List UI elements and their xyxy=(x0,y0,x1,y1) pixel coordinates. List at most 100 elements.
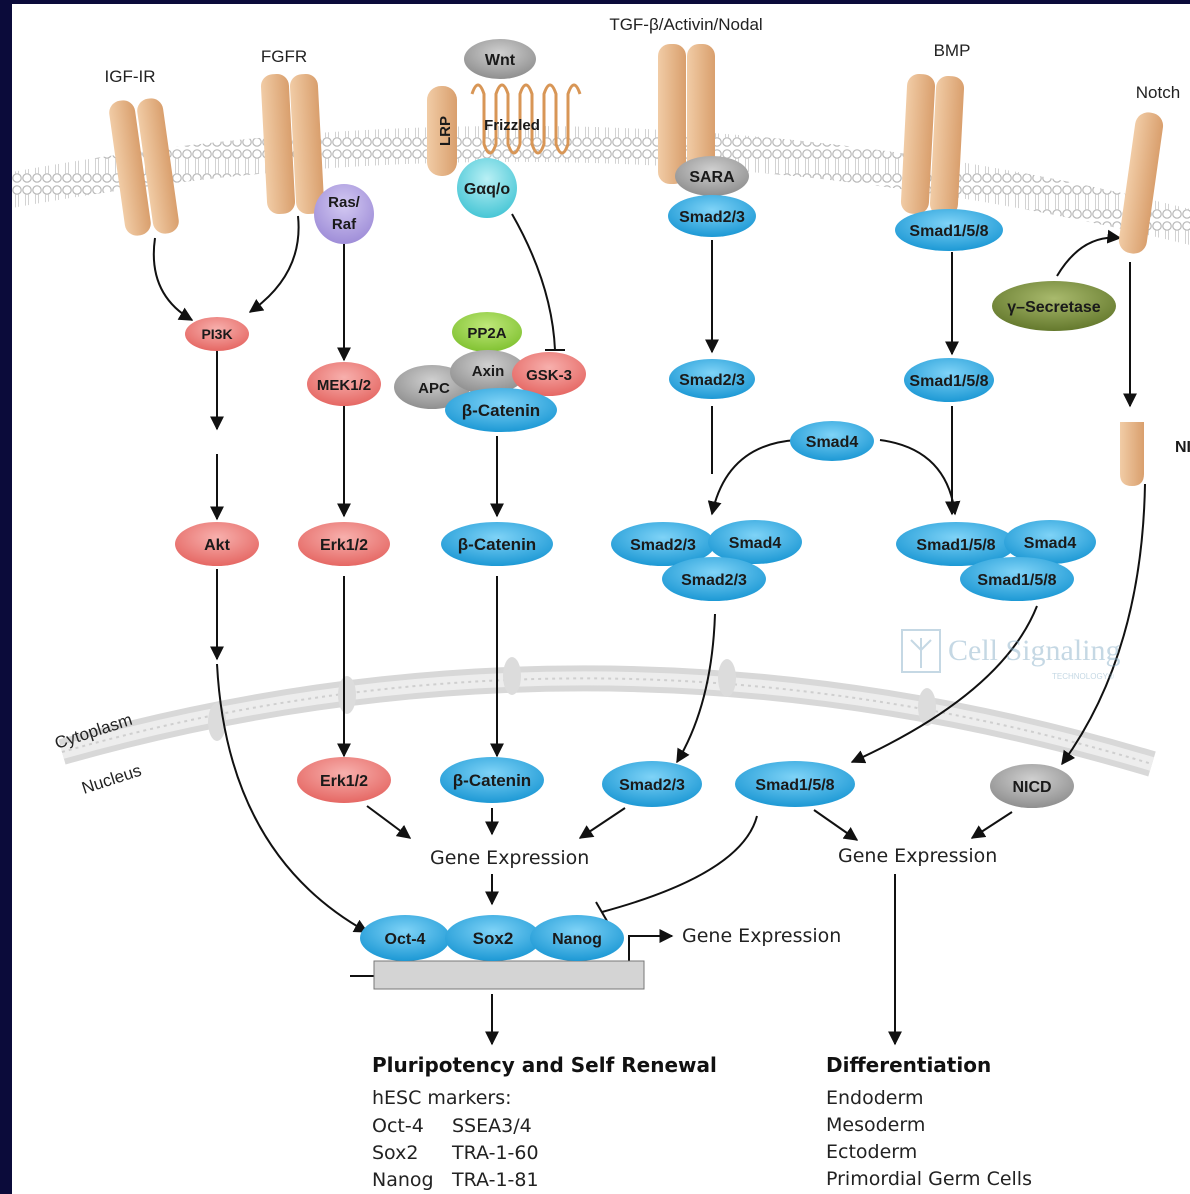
gamma-secretase-node[interactable] xyxy=(992,281,1116,331)
wnt-node[interactable] xyxy=(464,39,536,79)
marker-tra181: TRA-1-81 xyxy=(451,1169,539,1191)
igf-label: IGF-IR xyxy=(105,67,156,86)
diff-mesoderm: Mesoderm xyxy=(826,1114,925,1136)
smad4-node[interactable] xyxy=(790,421,874,461)
cell-signaling-watermark: Cell Signaling TECHNOLOGY® xyxy=(901,629,1121,681)
lrp-label: LRP xyxy=(437,116,454,146)
nuclear-membrane xyxy=(58,657,1156,777)
wnt-label: Wnt xyxy=(485,52,516,69)
marker-tra160: TRA-1-60 xyxy=(451,1142,539,1164)
receptor-labels: IGF-IR FGFR TGF-β/Activin/Nodal BMP Notc… xyxy=(105,15,1181,146)
bmp-receptor[interactable] xyxy=(900,73,965,217)
cplx1-smad4-label: Smad4 xyxy=(729,535,782,552)
axin-node[interactable] xyxy=(450,350,526,394)
tgf-label: TGF-β/Activin/Nodal xyxy=(609,15,762,34)
pp2a-node[interactable] xyxy=(452,312,522,352)
oct4-node[interactable] xyxy=(360,915,450,961)
galpha-label: Gαq/o xyxy=(464,181,511,198)
diff-pgc: Primordial Germ Cells xyxy=(826,1168,1032,1190)
cplx1-smad23a-label: Smad2/3 xyxy=(630,537,696,554)
fgfr-receptor[interactable] xyxy=(260,73,325,215)
watermark-name: Cell Signaling xyxy=(948,634,1121,667)
gamma-secretase-label: γ–Secretase xyxy=(1007,299,1101,316)
smad23-mid-label: Smad2/3 xyxy=(679,372,745,389)
bcat-nuc-node[interactable] xyxy=(440,757,544,803)
ras-label: Ras/ xyxy=(328,194,361,211)
igf-ir-receptor[interactable] xyxy=(108,97,181,237)
nicd-receptor-fragment[interactable] xyxy=(1120,422,1144,486)
smad158-smad4-complex[interactable] xyxy=(896,520,1096,601)
lrp-receptor[interactable] xyxy=(427,86,457,176)
galpha-node[interactable] xyxy=(457,158,517,218)
bcat-complex-node[interactable] xyxy=(445,388,557,432)
sox2-label: Sox2 xyxy=(473,929,514,948)
gene-expression-right: Gene Expression xyxy=(838,845,997,867)
nanog-node[interactable] xyxy=(530,915,624,961)
erk-cyto-node[interactable] xyxy=(298,522,390,566)
smad23-nuc-label: Smad2/3 xyxy=(619,777,685,794)
marker-oct4: Oct-4 xyxy=(372,1115,424,1137)
frizzled-receptor[interactable] xyxy=(470,83,582,155)
notch-label: Notch xyxy=(1136,83,1180,102)
erk-nuc-node[interactable] xyxy=(297,757,391,803)
erk-nuc-label: Erk1/2 xyxy=(320,773,368,790)
pathway-diagram: IGF-IR FGFR TGF-β/Activin/Nodal BMP Notc… xyxy=(12,4,1190,1194)
watermark-sub: TECHNOLOGY® xyxy=(1052,672,1114,681)
marker-nanog: Nanog xyxy=(372,1169,434,1191)
pp2a-label: PP2A xyxy=(467,325,506,342)
smad158-nuc-label: Smad1/5/8 xyxy=(755,777,834,794)
node-labels: Wnt Gαq/o Ras/ Raf SARA Smad2/3 Smad1/5/… xyxy=(201,52,1190,948)
bcat-complex-label: β-Catenin xyxy=(462,401,540,420)
cplx1-smad23b-label: Smad2/3 xyxy=(681,572,747,589)
cplx2-smad4-label: Smad4 xyxy=(1024,535,1077,552)
diagram-svg: IGF-IR FGFR TGF-β/Activin/Nodal BMP Notc… xyxy=(12,15,1190,1191)
nanog-label: Nanog xyxy=(552,931,602,948)
promoter-dna xyxy=(373,960,645,990)
apc-label: APC xyxy=(418,380,450,397)
pathway-arrows xyxy=(152,213,1146,1046)
bcat-cyto-node[interactable] xyxy=(441,522,553,566)
oct4-label: Oct-4 xyxy=(385,931,426,948)
frizzled-label: Frizzled xyxy=(484,117,540,134)
smad23-mid-node[interactable] xyxy=(669,359,755,399)
nicd-receptor-label: NICD xyxy=(1175,439,1190,456)
pi3k-node[interactable] xyxy=(185,317,249,351)
gene-expression-labels: Gene Expression Gene Expression Gene Exp… xyxy=(430,845,997,947)
smad23-top-node[interactable] xyxy=(668,195,756,237)
sara-node[interactable] xyxy=(675,156,749,196)
hesc-markers-label: hESC markers: xyxy=(372,1087,512,1109)
akt-node[interactable] xyxy=(175,522,259,566)
smad158-top-node[interactable] xyxy=(895,209,1003,251)
smad23-top-label: Smad2/3 xyxy=(679,209,745,226)
sox2-node[interactable] xyxy=(445,915,541,961)
pluripotency-title: Pluripotency and Self Renewal xyxy=(372,1053,717,1077)
cplx2-smad158b-label: Smad1/5/8 xyxy=(977,572,1056,589)
notch-receptor[interactable] xyxy=(1117,111,1164,256)
smad23-smad4-complex[interactable] xyxy=(611,520,802,601)
smad158-mid-label: Smad1/5/8 xyxy=(909,373,988,390)
akt-label: Akt xyxy=(204,537,230,554)
tgf-receptor[interactable] xyxy=(658,44,715,184)
nicd-nuc-node[interactable] xyxy=(990,764,1074,808)
plasma-membrane xyxy=(12,125,1190,245)
smad23-nuc-node[interactable] xyxy=(602,761,702,807)
nicd-nuc-label: NICD xyxy=(1012,779,1051,796)
marker-ssea: SSEA3/4 xyxy=(452,1115,532,1137)
bcat-cyto-label: β-Catenin xyxy=(458,535,536,554)
gsk3-label: GSK-3 xyxy=(526,367,572,384)
ras-raf-node[interactable] xyxy=(314,184,374,244)
bmp-label: BMP xyxy=(934,41,971,60)
mek-node[interactable] xyxy=(307,362,381,406)
gsk3-node[interactable] xyxy=(512,352,586,396)
gene-expression-left: Gene Expression xyxy=(430,847,589,869)
gene-expression-promoter: Gene Expression xyxy=(682,925,841,947)
erk-cyto-label: Erk1/2 xyxy=(320,537,368,554)
differentiation-title: Differentiation xyxy=(826,1053,991,1077)
cplx2-smad158a-label: Smad1/5/8 xyxy=(916,537,995,554)
axin-label: Axin xyxy=(472,363,505,380)
smad158-mid-node[interactable] xyxy=(904,358,994,402)
smad158-nuc-node[interactable] xyxy=(735,761,855,807)
sara-label: SARA xyxy=(689,169,735,186)
bcat-nuc-label: β-Catenin xyxy=(453,771,531,790)
differentiation-outcome: Differentiation Endoderm Mesoderm Ectode… xyxy=(826,1053,1032,1190)
